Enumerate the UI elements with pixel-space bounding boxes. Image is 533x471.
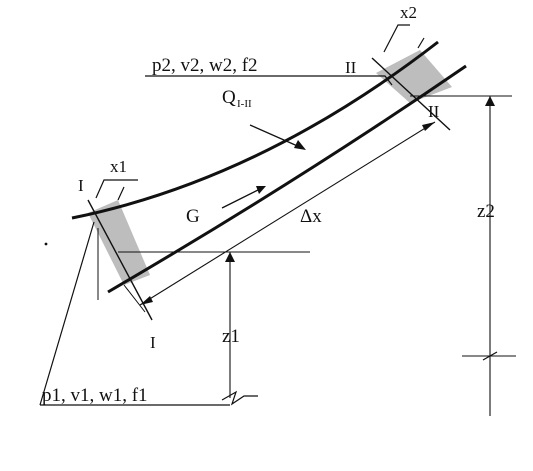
- delta-x-dim-line: [140, 122, 435, 305]
- heat-arrowhead: [294, 140, 306, 150]
- x1-dimension: [96, 180, 138, 200]
- label-state-in: p1, v1, w1, f1: [42, 385, 148, 406]
- x2-dimension: [384, 25, 424, 52]
- state-out-leader: [145, 76, 392, 85]
- flow-arrowhead: [256, 186, 266, 194]
- dot-mark: [45, 243, 48, 246]
- delta-x-arrow-b: [422, 122, 435, 131]
- label-section-1-bottom: I: [150, 333, 156, 352]
- label-section-2-top: II: [345, 58, 357, 77]
- label-x1: x1: [110, 157, 127, 176]
- label-delta-x: Δx: [300, 206, 322, 227]
- label-section-1-top: I: [78, 176, 84, 195]
- delta-x-ext-a: [124, 285, 145, 312]
- z2-arrowhead: [485, 96, 495, 106]
- label-state-out: p2, v2, w2, f2: [152, 55, 258, 76]
- label-heat: Q: [222, 87, 236, 108]
- label-z1: z1: [222, 326, 240, 347]
- label-z2: z2: [477, 201, 495, 222]
- label-flow: G: [186, 206, 200, 227]
- z1-arrowhead: [225, 252, 235, 262]
- section-2-shade: [376, 50, 452, 103]
- flow-arrow-shaft: [222, 188, 262, 208]
- label-heat-sub: I-II: [237, 98, 252, 110]
- z1-break-mark: [222, 392, 258, 404]
- label-x2: x2: [400, 3, 417, 22]
- label-section-2-bottom: II: [428, 102, 440, 121]
